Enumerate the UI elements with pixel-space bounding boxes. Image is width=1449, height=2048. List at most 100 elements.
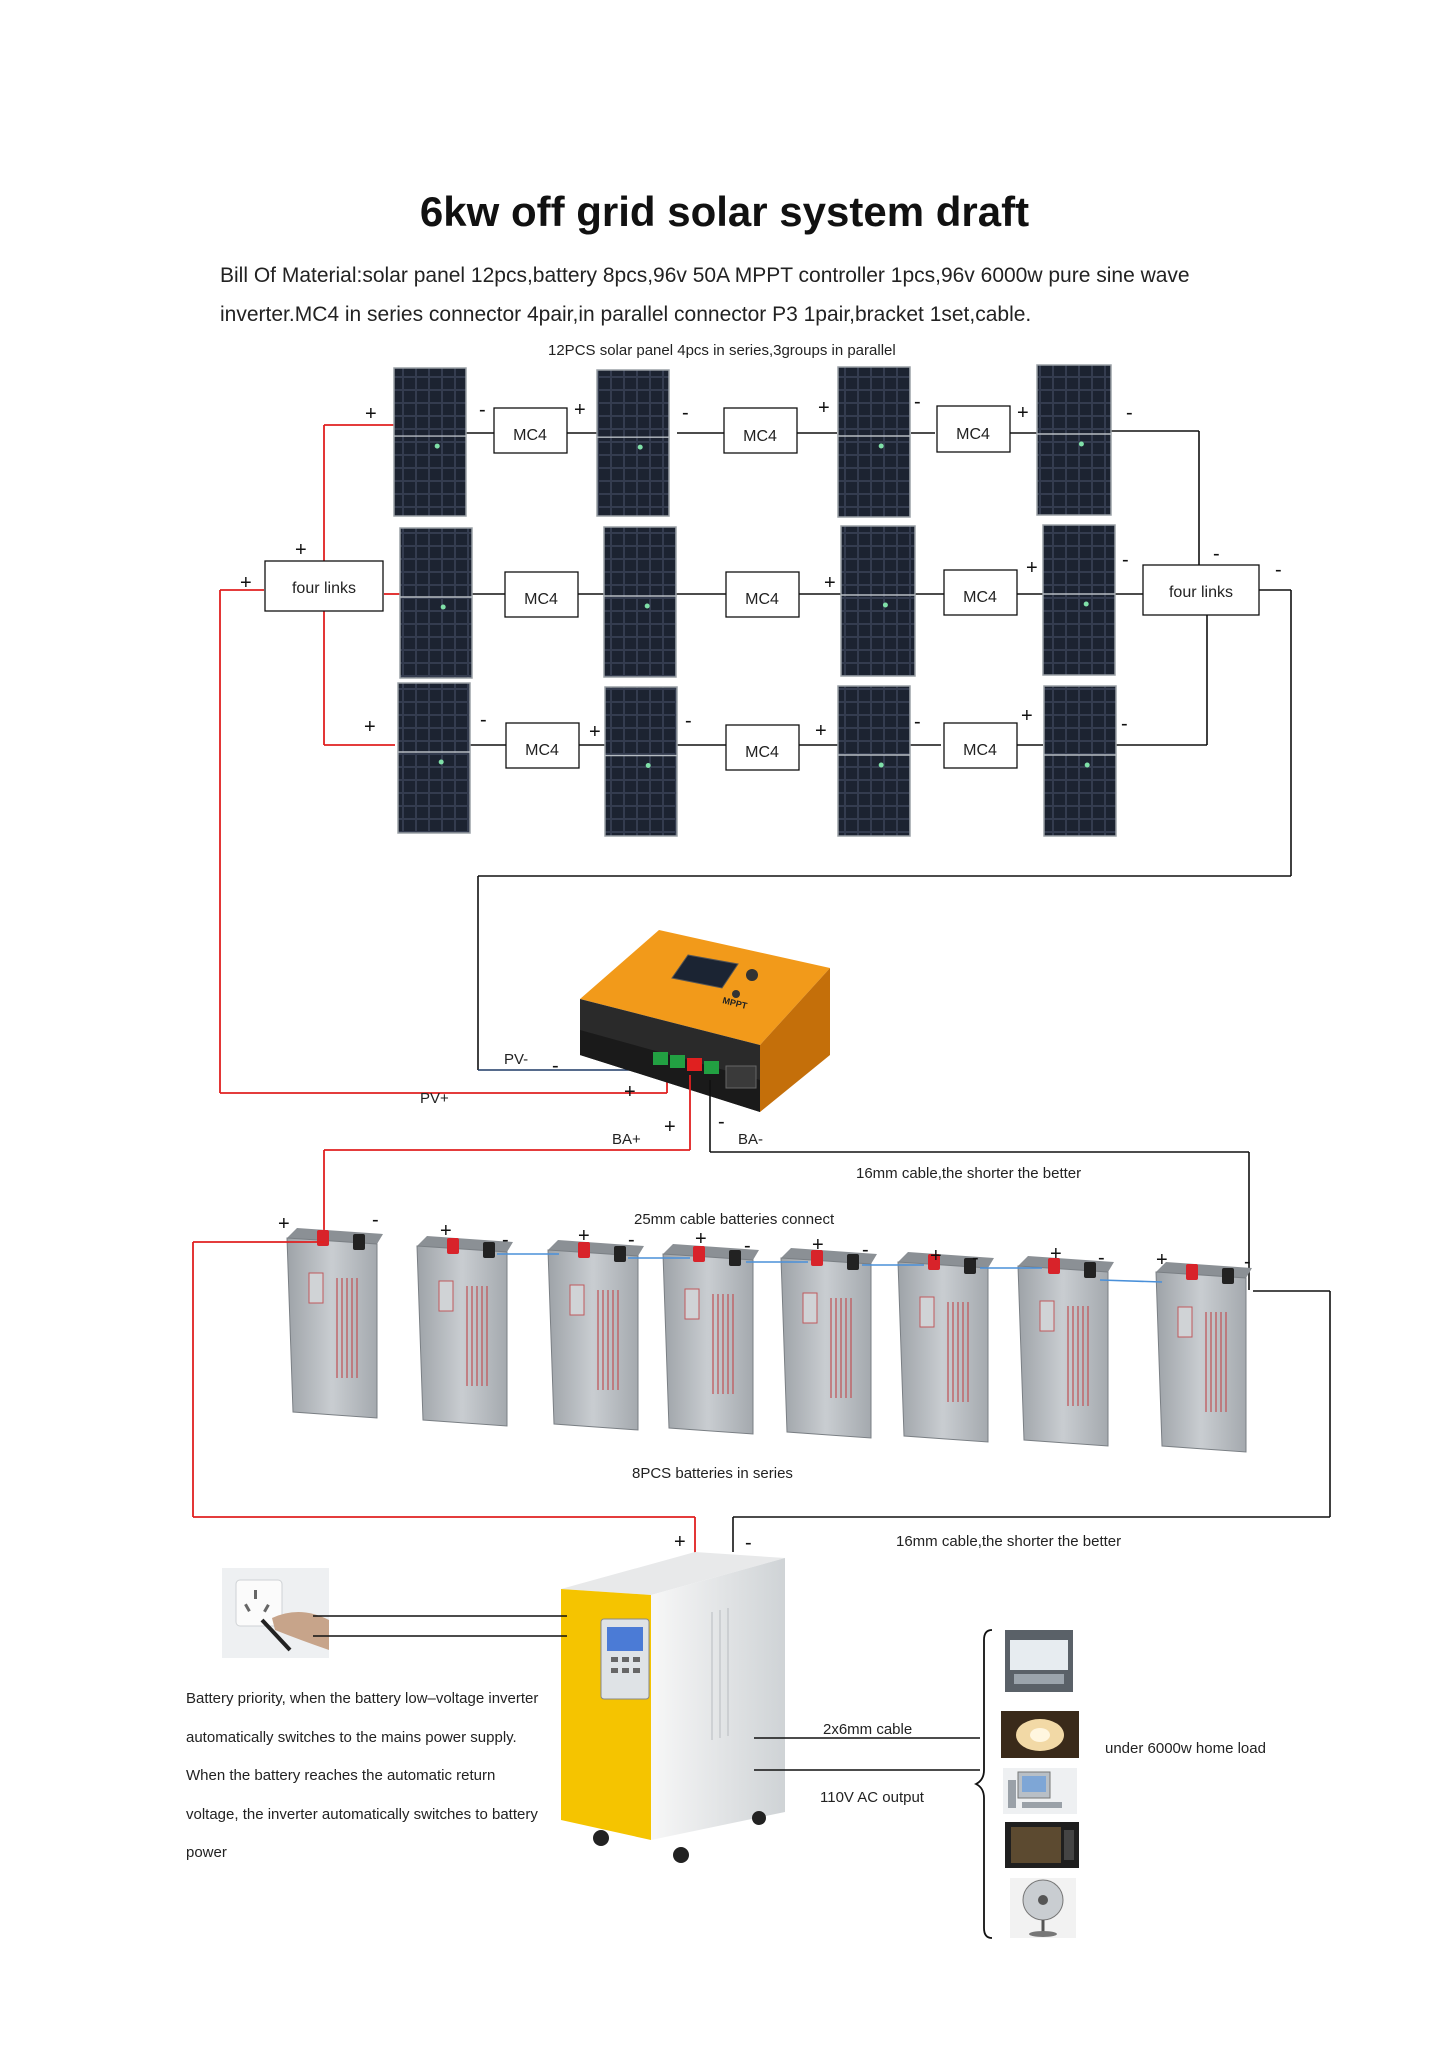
mc4-connector-icon: MC4 [504, 571, 579, 618]
svg-text:MC4: MC4 [524, 591, 558, 608]
sign-minus: - [502, 1229, 509, 1251]
inverter-icon [561, 1552, 785, 1863]
sign-minus: - [1126, 402, 1133, 424]
ac-output-wires [754, 1737, 980, 1771]
solar-panel-icon [837, 366, 911, 518]
load-bracket [973, 1629, 993, 1939]
solar-panel-icon [1042, 524, 1116, 676]
sign-plus: + [1050, 1243, 1062, 1265]
solar-panel-icon [840, 525, 916, 677]
inverter-negative-wire [732, 1290, 1331, 1552]
mains-input-wires [313, 1615, 567, 1637]
svg-text:four links: four links [292, 580, 356, 597]
sign-plus: + [824, 572, 836, 594]
solar-panel-icon [604, 686, 678, 837]
battery-icon [1017, 1256, 1114, 1447]
mc4-connector-icon: MC4 [505, 722, 580, 769]
ac-cable-label: 2x6mm cable [823, 1721, 912, 1738]
mppt-controller-icon: MPPT [580, 930, 830, 1112]
sign-minus: - [745, 1532, 752, 1554]
svg-text:MC4: MC4 [963, 589, 997, 606]
four-links-left: four links [264, 560, 384, 612]
solar-panel-icon [397, 682, 471, 834]
sign-minus: - [480, 709, 487, 731]
sign-minus: - [682, 402, 689, 424]
svg-text:MC4: MC4 [525, 742, 559, 759]
sign-plus: + [812, 1234, 824, 1256]
svg-text:MC4: MC4 [745, 744, 779, 761]
sign-minus: - [1122, 549, 1129, 571]
battery-icon [662, 1244, 759, 1435]
sign-plus: + [240, 572, 252, 594]
svg-text:MC4: MC4 [963, 742, 997, 759]
mc4-connector-icon: MC4 [936, 405, 1011, 453]
sign-minus: - [1213, 543, 1220, 565]
sign-minus: - [479, 399, 486, 421]
cable-25mm-label: 25mm cable batteries connect [634, 1211, 835, 1228]
batteries-label: 8PCS batteries in series [632, 1465, 793, 1482]
sign-plus: + [578, 1225, 590, 1247]
mc4-connector-icon: MC4 [723, 407, 798, 454]
sign-minus: - [972, 1247, 979, 1269]
cable-16mm-label-bottom: 16mm cable,the shorter the better [896, 1533, 1121, 1550]
sign-minus: - [718, 1111, 725, 1133]
sign-plus: + [1021, 705, 1033, 727]
sign-plus: + [295, 539, 307, 561]
sign-plus: + [1026, 557, 1038, 579]
ba-plus-wire [323, 1075, 691, 1232]
panel-negative-wires [466, 430, 1292, 1070]
battery-icon [286, 1228, 383, 1419]
battery-polarity-signs: + - + - + - + - + - + - + - + - [278, 1209, 1251, 1273]
sign-plus: + [664, 1116, 676, 1138]
mc4-connector-icon: MC4 [493, 407, 568, 454]
solar-panel-icon [837, 685, 911, 837]
battery-icon [416, 1236, 513, 1427]
solar-panel-icon [1043, 685, 1117, 837]
fan-icon [1010, 1878, 1076, 1938]
solar-panel-icon [399, 527, 473, 679]
sign-plus: + [815, 720, 827, 742]
solar-panel-icon [596, 369, 670, 517]
battery-bank [286, 1228, 1252, 1453]
svg-text:four links: four links [1169, 584, 1233, 601]
ba-minus-wire [709, 1080, 1250, 1290]
sign-minus: - [1244, 1251, 1251, 1273]
sign-plus: + [818, 397, 830, 419]
sign-plus: + [674, 1531, 686, 1553]
sign-plus: + [1156, 1249, 1168, 1271]
home-load-label: under 6000w home load [1105, 1740, 1266, 1757]
page-title: 6kw off grid solar system draft [419, 188, 1030, 235]
sign-plus: + [930, 1245, 942, 1267]
solar-panel-icon [393, 367, 467, 517]
ba-plus-label: BA+ [612, 1131, 641, 1148]
computer-icon [1003, 1768, 1077, 1814]
mc4-connector-icon: MC4 [725, 724, 800, 771]
sign-minus: - [914, 391, 921, 413]
battery-icon [897, 1252, 994, 1443]
wall-socket-icon [222, 1568, 329, 1658]
mc4-connectors: MC4 MC4 MC4 MC4 MC4 MC4 MC4 MC4 MC4 [493, 405, 1018, 771]
svg-text:MC4: MC4 [743, 428, 777, 445]
mc4-connector-icon: MC4 [725, 571, 800, 618]
sign-minus: - [1098, 1247, 1105, 1269]
solar-panels [393, 364, 1117, 837]
battery-icon [780, 1248, 877, 1439]
sign-plus: + [440, 1220, 452, 1242]
svg-text:MC4: MC4 [956, 426, 990, 443]
panel-array-label: 12PCS solar panel 4pcs in series,3groups… [548, 342, 896, 359]
battery-icon [1155, 1262, 1252, 1453]
tv-icon [1005, 1822, 1079, 1868]
sign-minus: - [862, 1239, 869, 1261]
sign-plus: + [589, 721, 601, 743]
battery-icon [547, 1240, 644, 1431]
sign-minus: - [1121, 713, 1128, 735]
ac-output-label: 110V AC output [820, 1789, 925, 1806]
sign-plus: + [364, 716, 376, 738]
panel-polarity-signs: + - + - + - + - + + + + - - - + - + - + … [240, 391, 1282, 743]
sign-minus: - [552, 1055, 559, 1077]
solar-panel-icon [603, 526, 677, 678]
svg-text:MC4: MC4 [513, 427, 547, 444]
lamp-icon [1001, 1711, 1079, 1758]
solar-panel-icon [1036, 364, 1112, 516]
